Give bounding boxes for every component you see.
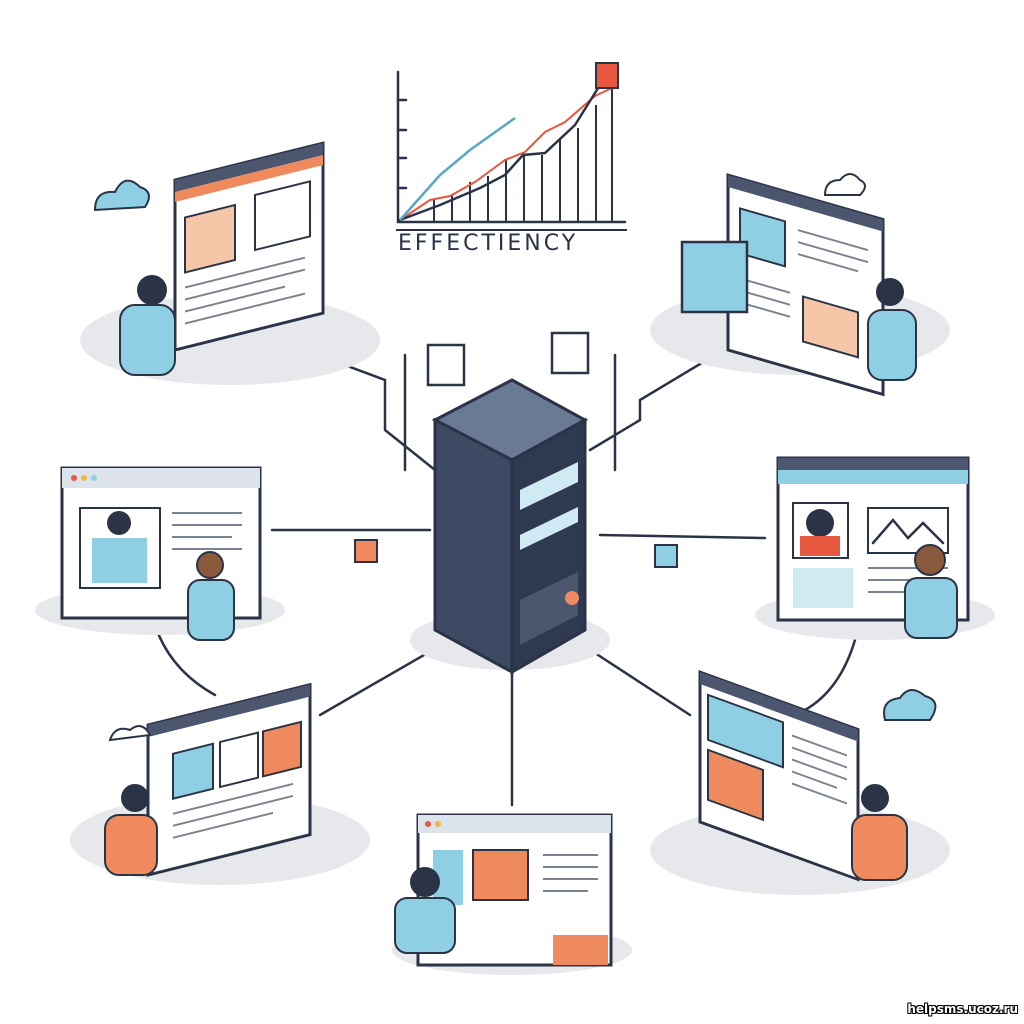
- person: [904, 544, 958, 639]
- chart-red-line: [399, 87, 613, 221]
- person: [104, 784, 158, 876]
- device-icon: [354, 539, 378, 563]
- keyboard-icon: [550, 331, 590, 375]
- cloud-icon: [93, 179, 150, 212]
- clouds: [93, 173, 937, 742]
- chart-label: EFFECTIENCY: [398, 231, 578, 256]
- connector-mid-right: [598, 533, 767, 540]
- chart-blue-line: [399, 116, 516, 221]
- server-led-icon: [565, 591, 579, 605]
- image-thumb-icon: [802, 295, 859, 359]
- device-icon: [654, 544, 678, 568]
- person: [851, 784, 908, 881]
- cloud-icon: [883, 689, 937, 721]
- watermark: helpsms.ucoz.ru: [907, 1002, 1018, 1016]
- image-thumb-icon: [254, 180, 311, 252]
- screen-mid-right: [776, 456, 970, 622]
- screen-top-left: [173, 141, 325, 352]
- person: [867, 278, 917, 381]
- connector-top-right: [588, 350, 722, 452]
- keyboard-icons: [354, 331, 678, 568]
- screen-bottom-center: [416, 813, 613, 967]
- floating-card: [680, 240, 749, 314]
- screen-bottom-left: [146, 682, 312, 877]
- screen-bottom-right: [698, 669, 860, 882]
- chart-thumb-icon: [184, 203, 236, 274]
- profile-photo-icon: [739, 207, 786, 268]
- server-rack: [431, 378, 589, 675]
- keyboard-icon: [426, 343, 466, 387]
- chart-bars: [433, 88, 613, 222]
- person: [187, 551, 235, 641]
- person: [119, 275, 176, 376]
- person: [394, 867, 456, 954]
- people: [104, 275, 958, 954]
- store-awning-icon: [707, 693, 784, 769]
- flag-icon: [595, 62, 619, 89]
- connector-small: [403, 353, 617, 472]
- chart-ticks: [396, 98, 408, 190]
- cloud-icon: [823, 173, 866, 196]
- cloud-icon: [108, 725, 152, 742]
- person-icon: [92, 538, 147, 583]
- chart-navy-line: [398, 83, 602, 222]
- connector-curve-right: [803, 638, 857, 712]
- chart-axes: [396, 70, 627, 224]
- efficiency-chart: EFFECTIENCY: [396, 62, 627, 256]
